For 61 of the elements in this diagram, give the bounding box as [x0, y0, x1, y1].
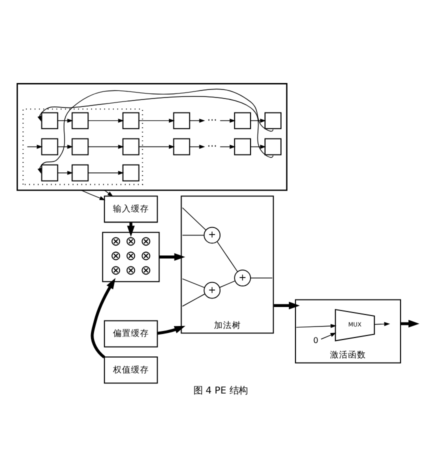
node-box [264, 112, 282, 129]
arrow [159, 252, 186, 260]
node-box [122, 164, 140, 181]
arrow [104, 189, 114, 196]
node-box [264, 138, 282, 155]
arrow [250, 144, 266, 148]
arrow [274, 301, 300, 309]
node-box [41, 138, 58, 155]
node-box [122, 112, 140, 129]
node-circle: + [234, 269, 251, 286]
connector [182, 278, 205, 288]
node-box [41, 164, 58, 181]
arrow [320, 332, 336, 339]
node-box [72, 164, 89, 181]
arrow [26, 144, 43, 148]
node-box [122, 138, 140, 155]
connector [182, 206, 206, 230]
arrow [250, 118, 266, 122]
node-box [234, 138, 252, 155]
arrow [81, 189, 106, 200]
arrow [57, 144, 74, 148]
arrow [57, 170, 74, 174]
caption: 图 4 PE 结构 [194, 385, 248, 396]
node-box: 偏置缓存 [104, 320, 158, 347]
arrow [90, 278, 116, 358]
arrow [400, 319, 420, 328]
arrow [57, 118, 74, 122]
arrow [296, 324, 336, 328]
node-text: ··· [207, 140, 217, 152]
node-box: 输入缓存 [104, 195, 158, 222]
cluster [22, 108, 144, 185]
node-box [72, 112, 89, 129]
arrow [88, 170, 124, 174]
arrow [38, 88, 274, 174]
node-box: ⊗ ⊗ ⊗ ⊗ ⊗ ⊗ ⊗ ⊗ ⊗ [102, 231, 160, 282]
node-text: ··· [207, 114, 217, 126]
node-box [72, 138, 89, 155]
connector [182, 234, 204, 236]
arrow [220, 144, 236, 148]
arrow [88, 144, 124, 148]
cluster [16, 82, 288, 190]
connector [219, 280, 236, 288]
arrow [189, 118, 206, 122]
connector [250, 277, 273, 278]
arrow [374, 322, 390, 326]
node-box [173, 138, 190, 155]
arrow [38, 96, 274, 158]
connector [182, 293, 206, 306]
node-box: 权值缓存 [104, 356, 158, 384]
arrow [88, 118, 124, 122]
node-circle: + [204, 281, 220, 298]
arrow [138, 118, 175, 122]
connector [216, 240, 238, 272]
arrow [138, 144, 175, 148]
node-box [234, 112, 252, 129]
arrow [189, 144, 206, 148]
node-circle: + [204, 226, 220, 244]
arrow [220, 118, 236, 122]
node-box [173, 112, 190, 129]
node-box [41, 112, 58, 129]
arrow [157, 325, 186, 334]
